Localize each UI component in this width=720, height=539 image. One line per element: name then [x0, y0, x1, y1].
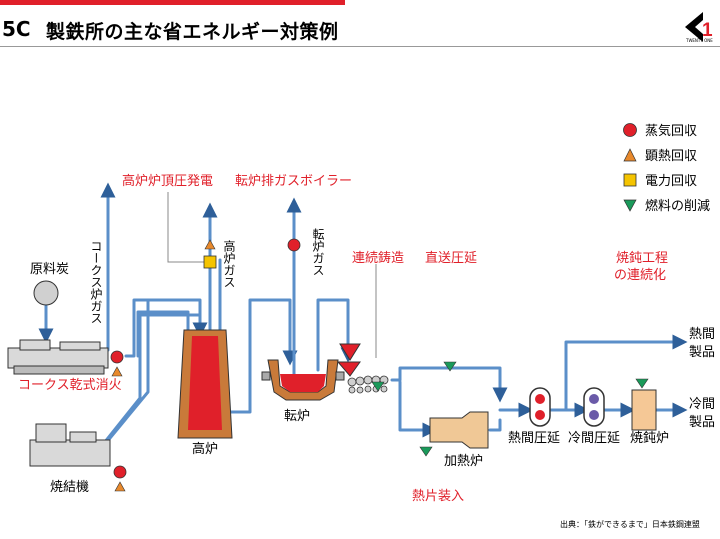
converter-to-caster-pipe: [316, 298, 356, 372]
converter-label: 転炉: [284, 409, 310, 424]
page-number: 5C: [2, 17, 31, 41]
annealing-furnace-icon: [631, 389, 657, 431]
green-triangle-icon: [623, 199, 637, 212]
pipes: [38, 182, 688, 457]
header: 5C 製鉄所の主な省エネルギー対策例: [0, 5, 720, 47]
cdq-steam-icon: [110, 350, 124, 364]
measure-symbols: [110, 238, 649, 492]
hot-product-label-1: 熱間: [689, 327, 715, 342]
svg-text:1: 1: [702, 20, 713, 41]
top-pressure-label: 高炉炉頂圧発電: [122, 173, 213, 189]
annealing-label: 焼鈍炉: [630, 431, 669, 446]
coke-gas-label: コークス炉ガス: [89, 240, 103, 324]
cdq-label: コークス乾式消火: [18, 378, 122, 393]
cold-product-label-1: 冷間: [689, 397, 715, 412]
reheat-label: 加熱炉: [444, 454, 483, 469]
reheating-furnace-icon: [429, 411, 489, 449]
coal-icon: [33, 280, 59, 306]
red-circle-icon: [623, 123, 637, 137]
orange-triangle-icon: [623, 148, 637, 162]
source-note: 出典：「鉄ができるまで」日本鉄鋼連盟: [560, 520, 700, 529]
hot-rolling-label: 熱間圧延: [508, 431, 560, 446]
coal-label: 原料炭: [30, 262, 69, 277]
direct-rolling-pipe: [390, 366, 508, 403]
sinter-to-bf-pipe-2: [98, 313, 202, 450]
converter-icon: [261, 359, 345, 401]
cdq-heat-icon: [111, 366, 123, 377]
top-pressure-leader: [167, 192, 205, 263]
to-reheat-pipe: [398, 380, 438, 438]
cold-product-label-2: 製品: [689, 415, 715, 430]
converter-gas-label: 転炉ガス: [311, 228, 325, 276]
reheat-to-hot-pipe: [488, 418, 502, 432]
coke-to-bf-pipe: [124, 298, 208, 358]
twenty-one-logo-icon: 1: [685, 12, 713, 42]
coke-to-bf-pipe-2: [136, 310, 190, 358]
page-title: 製鉄所の主な省エネルギー対策例: [46, 21, 339, 43]
caster-label: 連続鋳造: [352, 250, 404, 266]
yellow-square-icon: [623, 173, 637, 187]
bf-power-icon: [203, 255, 217, 269]
cold-rolling-label: 冷間圧延: [568, 431, 620, 446]
sinter-label: 焼結機: [50, 480, 89, 495]
annealing-line-2-label: の連続化: [614, 268, 666, 283]
sinter-to-bf-pipe: [94, 298, 150, 457]
caster-fuel-icon: [371, 381, 385, 392]
blast-furnace-icon: [177, 329, 233, 439]
direct-rolling-fuel-icon: [443, 361, 457, 372]
bf-to-converter-pipe: [224, 298, 298, 414]
cold-rolling-mill-icon: [583, 387, 605, 427]
hot-product-pipe: [564, 334, 688, 412]
hot-charge-fuel-icon: [419, 446, 433, 457]
sinter-steam-icon: [113, 465, 127, 479]
hot-rolling-mill-icon: [529, 387, 551, 427]
top-accent-bar: [0, 0, 345, 5]
logo-caption: TWENTY ONE: [686, 38, 713, 43]
bf-label: 高炉: [192, 441, 218, 457]
annealing-line-1-label: 焼鈍工程: [616, 251, 668, 266]
sinter-heat-icon: [114, 481, 126, 492]
hot-product-label-2: 製品: [689, 345, 715, 360]
hot-charge-label: 熱片装入: [412, 489, 464, 504]
header-divider: [0, 46, 720, 47]
converter-steam-icon: [287, 238, 301, 252]
bf-heat-icon: [204, 239, 216, 250]
coke-oven-icon: [7, 339, 109, 375]
annealing-fuel-icon: [635, 378, 649, 389]
direct-rolling-label: 直送圧延: [425, 251, 477, 266]
bf-gas-label: 高炉ガス: [222, 239, 236, 288]
converter-boiler-label: 転炉排ガスボイラー: [235, 174, 352, 189]
sinter-machine-icon: [29, 423, 111, 467]
